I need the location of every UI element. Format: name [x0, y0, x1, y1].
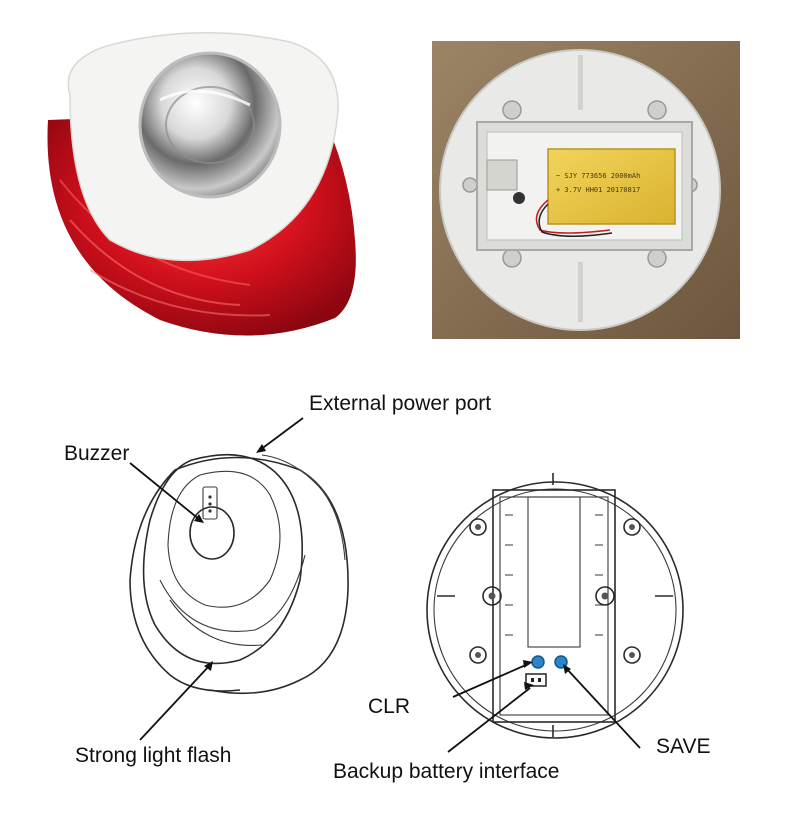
label-strong-light-flash: Strong light flash	[75, 744, 231, 767]
backplate-line-drawing	[426, 473, 684, 739]
label-buzzer: Buzzer	[64, 442, 129, 465]
chrome-buzzer	[138, 51, 282, 199]
label-backup-battery-interface: Backup battery interface	[333, 760, 559, 783]
battery-connector-icon	[525, 673, 547, 687]
leader-lines	[129, 417, 641, 753]
lipo-battery	[547, 148, 676, 225]
label-external-power-port: External power port	[309, 392, 491, 415]
label-clr: CLR	[368, 695, 410, 718]
siren-front-photo	[47, 32, 356, 336]
battery-label-line-2: + 3.7V HH01 20170817	[556, 186, 640, 194]
clr-button-icon	[531, 655, 545, 669]
siren-line-drawing	[129, 453, 349, 695]
battery-label-line-1: ~ SJY 773656 2000mAh	[556, 172, 640, 180]
label-save: SAVE	[656, 735, 710, 758]
siren-back-photo: ~ SJY 773656 2000mAh + 3.7V HH01 2017081…	[432, 41, 740, 339]
